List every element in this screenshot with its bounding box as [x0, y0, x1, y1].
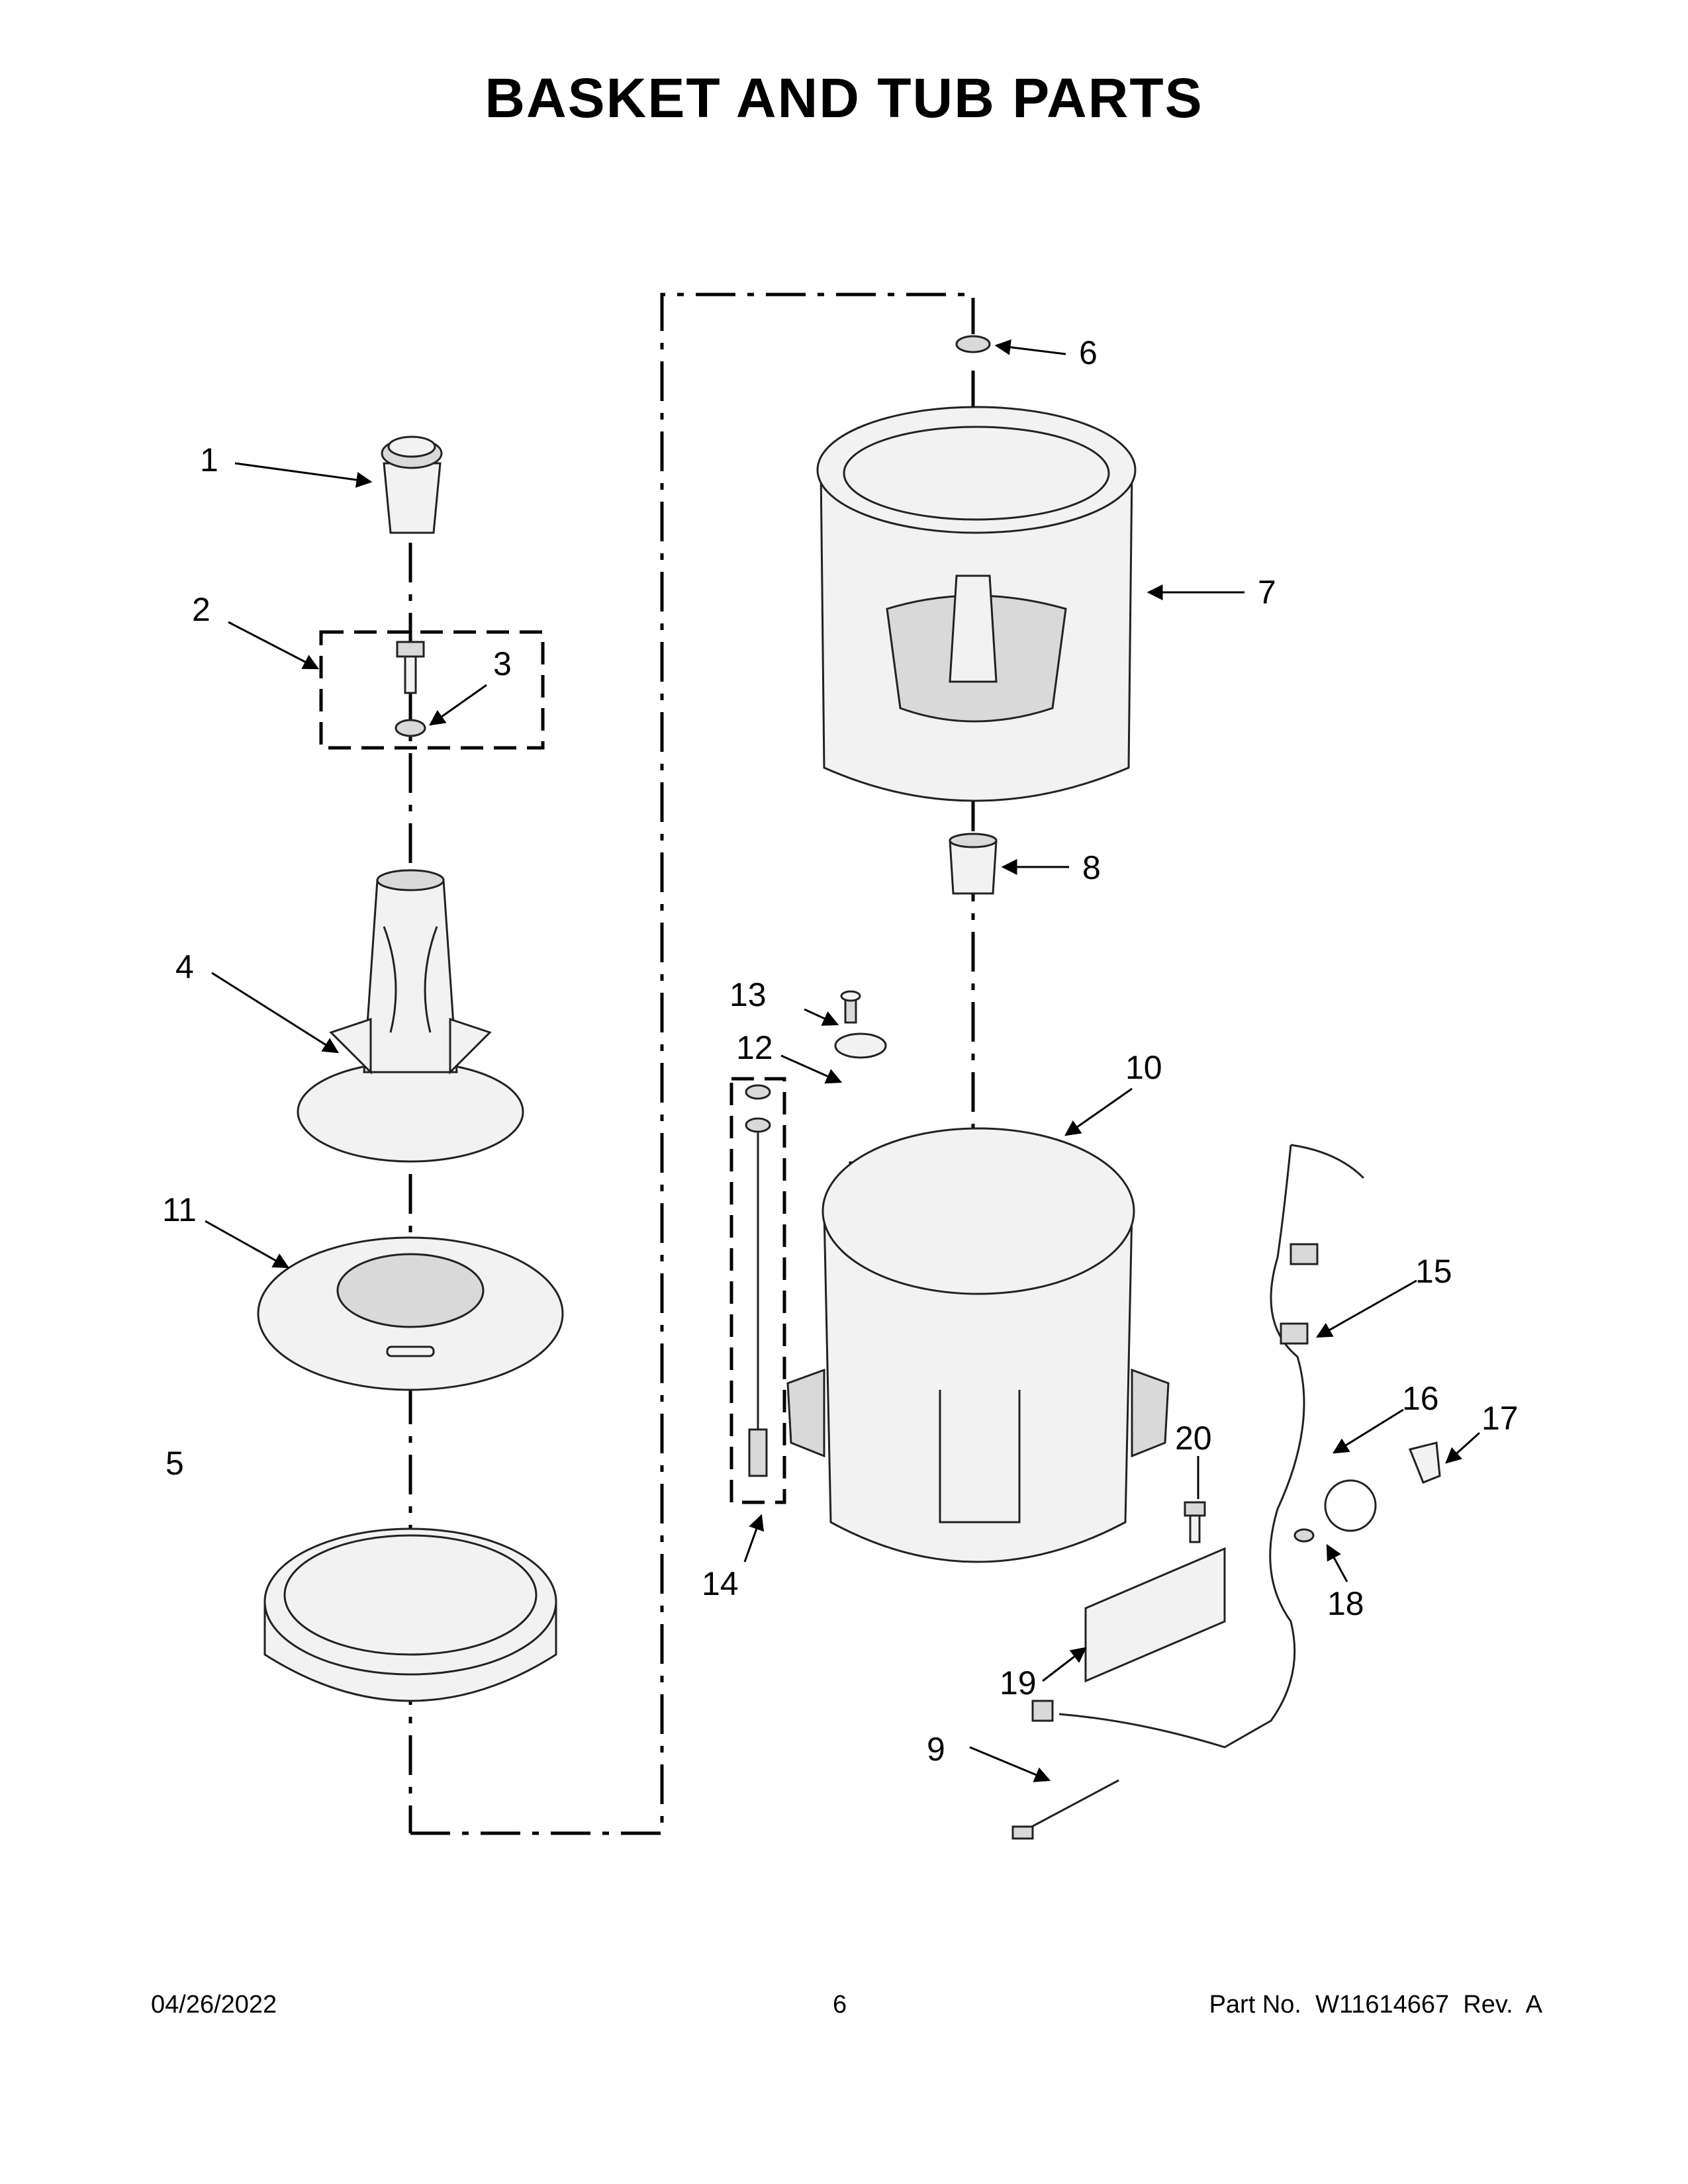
bolt-washer	[395, 719, 426, 737]
callout-13: 13	[729, 976, 767, 1013]
callout-3: 3	[493, 645, 512, 682]
callout-11: 11	[162, 1191, 197, 1228]
balance-ring	[263, 1527, 557, 1702]
callout-1: 1	[200, 441, 218, 478]
callout-18: 18	[1327, 1585, 1364, 1622]
callout-20: 20	[1175, 1420, 1212, 1457]
wire-harness	[1031, 1144, 1365, 1749]
callout-8: 8	[1082, 849, 1101, 886]
callout-5: 5	[165, 1445, 184, 1482]
footer-date: 04/26/2022	[151, 1991, 277, 2019]
shield-panel	[1084, 1547, 1226, 1683]
basket-nut	[955, 335, 991, 353]
temperature-probe	[1011, 1779, 1119, 1840]
agitator-cap	[381, 435, 443, 534]
tub-screw	[840, 990, 861, 1024]
callout-10: 10	[1125, 1049, 1162, 1086]
hardware-group-box	[319, 630, 545, 750]
callout-19: 19	[1000, 1664, 1037, 1702]
harness-screw	[1293, 1528, 1315, 1543]
wash-basket	[816, 406, 1137, 802]
panel-screw	[1184, 1501, 1206, 1543]
callout-4: 4	[175, 948, 194, 985]
tub-bracket	[834, 1032, 887, 1059]
callout-17: 17	[1481, 1400, 1519, 1437]
page-title: BASKET AND TUB PARTS	[485, 67, 1203, 129]
callout-12: 12	[736, 1029, 773, 1066]
outer-tub	[786, 1127, 1170, 1563]
harness-clip	[1408, 1441, 1441, 1484]
callout-16: 16	[1402, 1380, 1439, 1417]
callout-15: 15	[1415, 1253, 1452, 1290]
footer-part-number: Part No. W11614667 Rev. A	[1209, 1991, 1542, 2019]
drive-hub	[949, 833, 998, 895]
callout-2: 2	[192, 591, 211, 628]
agitator-bolt	[396, 641, 425, 694]
callout-14: 14	[702, 1565, 739, 1602]
basket-ring	[257, 1236, 564, 1391]
agitator	[297, 869, 524, 1163]
callout-6: 6	[1079, 334, 1098, 371]
assembly-path-line	[410, 293, 975, 1835]
callout-9: 9	[927, 1731, 945, 1768]
pressure-hose-group-box	[729, 1077, 786, 1504]
pressure-hose	[745, 1084, 771, 1477]
ring-grommet	[1324, 1479, 1377, 1532]
footer-page-number: 6	[833, 1991, 847, 2019]
callout-7: 7	[1258, 574, 1276, 611]
